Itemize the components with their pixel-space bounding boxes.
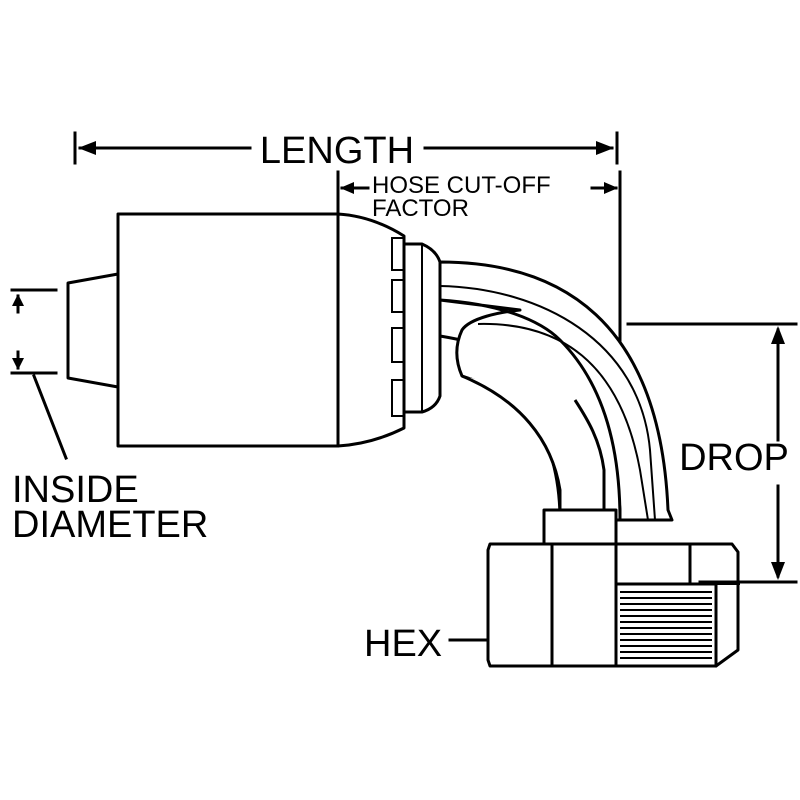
thread-lines <box>620 591 712 659</box>
length-dimension: LENGTH <box>73 130 619 172</box>
elbow-tube <box>438 260 674 546</box>
hex-nut <box>486 542 740 668</box>
socket <box>116 212 340 448</box>
hex-middle-face <box>550 542 618 668</box>
inside-label: INSIDE <box>12 469 139 511</box>
hex-label: HEX <box>364 623 442 665</box>
inside-diameter-dimension: INSIDE DIAMETER <box>10 288 208 546</box>
hex-left-face <box>486 542 554 668</box>
inside-diameter-leader <box>32 374 68 460</box>
hose-body <box>66 212 442 448</box>
hex-callout: HEX <box>364 623 490 665</box>
length-label: LENGTH <box>260 130 414 172</box>
drop-label: DROP <box>679 437 789 479</box>
drop-dimension: DROP <box>626 322 798 584</box>
crimp-marks <box>391 237 404 417</box>
neck-ring <box>542 508 618 546</box>
hex-right-face <box>614 542 692 586</box>
diameter-label: DIAMETER <box>12 504 208 546</box>
threaded-section <box>614 582 718 668</box>
hose-end <box>66 272 120 389</box>
factor-label: FACTOR <box>372 195 469 222</box>
socket-shoulder <box>336 212 406 448</box>
hose-cut-off-label: HOSE CUT-OFF <box>372 172 551 199</box>
elbow-neck <box>461 374 606 514</box>
hose-cut-off-dimension: HOSE CUT-OFF FACTOR <box>336 170 622 442</box>
bore-line <box>477 322 649 521</box>
